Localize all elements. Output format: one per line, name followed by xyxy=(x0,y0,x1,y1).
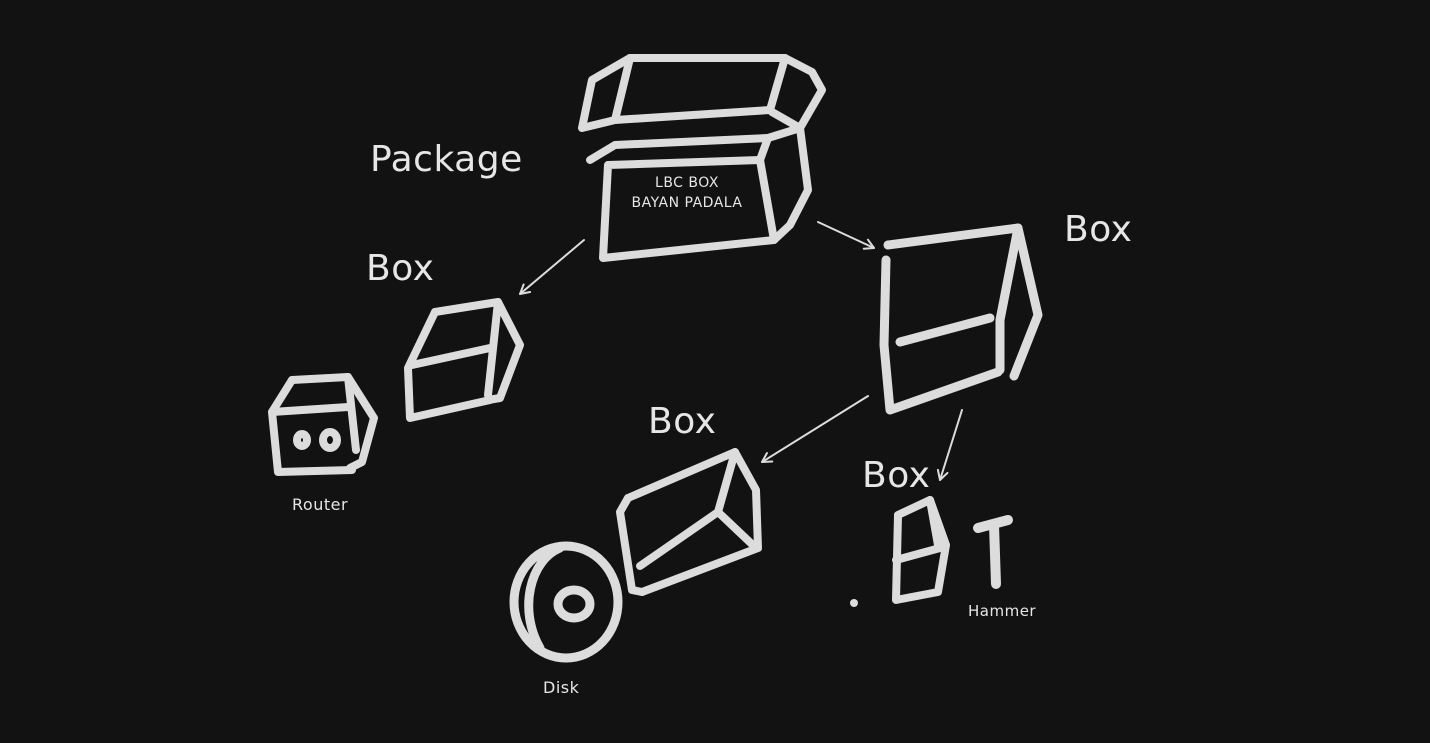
box-label-middle: Box xyxy=(648,401,717,442)
box-icon xyxy=(892,496,950,604)
arrow-icon xyxy=(519,239,585,295)
box-icon xyxy=(879,223,1043,415)
disk-icon xyxy=(509,541,623,663)
box-icon xyxy=(616,448,762,596)
hammer-icon xyxy=(973,515,1013,589)
arrow-icon xyxy=(817,221,875,250)
disk-label: Disk xyxy=(543,678,580,697)
box-label-left: Box xyxy=(366,248,435,289)
package-label: Package xyxy=(370,139,523,180)
package-box-text: LBC BOX BAYAN PADALA xyxy=(612,173,762,213)
dot-mark xyxy=(850,599,858,607)
package-box-line2: BAYAN PADALA xyxy=(631,195,743,211)
box-label-right: Box xyxy=(1064,209,1133,250)
arrow-icon xyxy=(936,409,963,481)
package-box-line1: LBC BOX xyxy=(655,175,719,191)
router-label: Router xyxy=(292,495,349,514)
router-icon xyxy=(268,373,378,476)
open-box-icon xyxy=(578,54,826,262)
box-icon xyxy=(404,298,524,422)
box-label-small: Box xyxy=(862,455,931,496)
arrow-icon xyxy=(761,395,869,463)
hammer-label: Hammer xyxy=(968,602,1037,620)
